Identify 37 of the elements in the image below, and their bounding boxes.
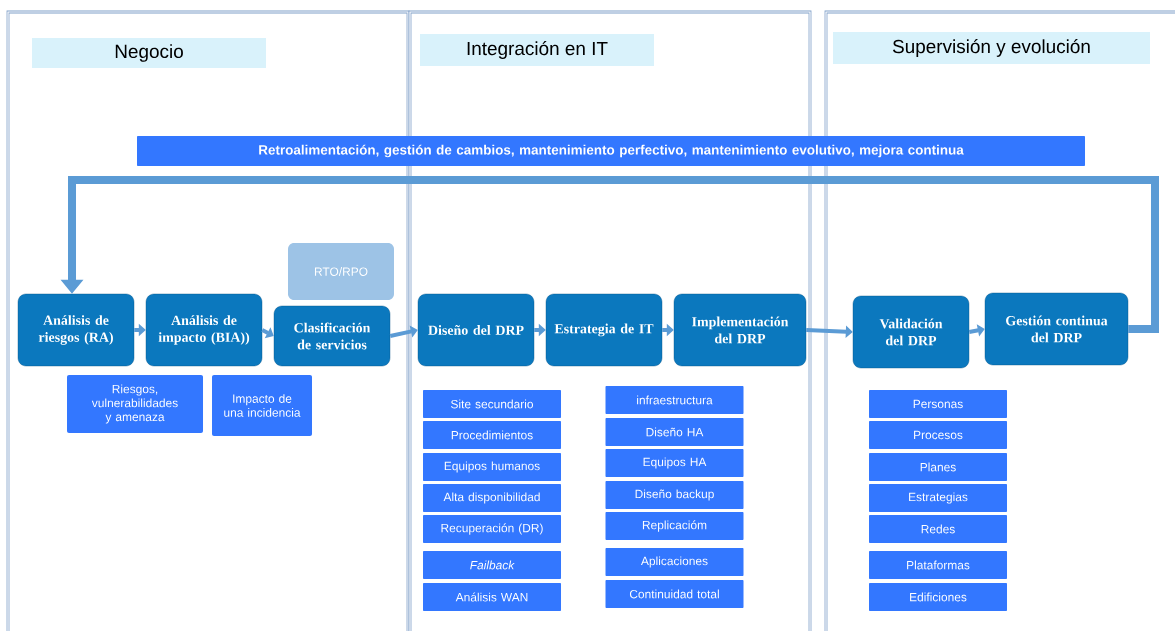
column-heading: Negocio xyxy=(32,38,266,68)
list-item-box: Diseño HA xyxy=(605,418,744,446)
list-item-box: Edificiones xyxy=(869,583,1007,611)
list-item-box: Site secundario xyxy=(423,390,561,418)
list-item-box: Personas xyxy=(869,390,1007,418)
column-heading: Supervisión y evolución xyxy=(833,32,1150,64)
process-box: Análisis de impacto (BIA)) xyxy=(145,293,263,367)
process-box: Gestión continua del DRP xyxy=(984,292,1129,366)
list-item-box: Continuidad total xyxy=(605,580,744,608)
list-item-box: Diseño backup xyxy=(605,481,744,509)
list-item-box: Estrategias xyxy=(869,484,1007,512)
arrow xyxy=(389,325,418,338)
list-item-box: Equipos humanos xyxy=(423,453,561,481)
list-item-box: Recuperación (DR) xyxy=(423,515,561,543)
list-item-box: Alta disponibilidad xyxy=(423,484,561,512)
list-item-box: Procesos xyxy=(869,421,1007,449)
list-item-box: Análisis WAN xyxy=(423,583,561,611)
parameter-box: RTO/RPO xyxy=(288,243,394,300)
list-item-box: Redes xyxy=(869,515,1007,543)
note-box: Riesgos, vulnerabilidades y amenaza xyxy=(67,375,203,433)
list-item-box: Replicacióm xyxy=(605,512,744,540)
list-item-box: Procedimientos xyxy=(423,421,561,449)
process-box: Estrategia de IT xyxy=(545,293,663,367)
list-item-box: Equipos HA xyxy=(605,449,744,477)
list-item-box: Planes xyxy=(869,453,1007,481)
process-box: Validación del DRP xyxy=(852,295,970,369)
process-box: Implementación del DRP xyxy=(673,293,807,367)
list-item-box: Aplicaciones xyxy=(605,548,744,576)
column-heading: Integración en IT xyxy=(420,34,654,66)
process-box: Diseño del DRP xyxy=(417,293,535,367)
feedback-banner: Retroalimentación, gestión de cambios, mantenimiento perfectivo, mantenimiento evolutivo, mejora continua xyxy=(137,136,1085,166)
process-box: Análisis de riesgos (RA) xyxy=(17,293,135,367)
process-box: Clasificación de servicios xyxy=(273,305,391,367)
list-item-box: Plataformas xyxy=(869,551,1007,579)
note-box: Impacto de una incidencia xyxy=(212,375,312,436)
list-item-box: infraestructura xyxy=(605,386,744,414)
list-item-box: Failback xyxy=(423,551,561,579)
